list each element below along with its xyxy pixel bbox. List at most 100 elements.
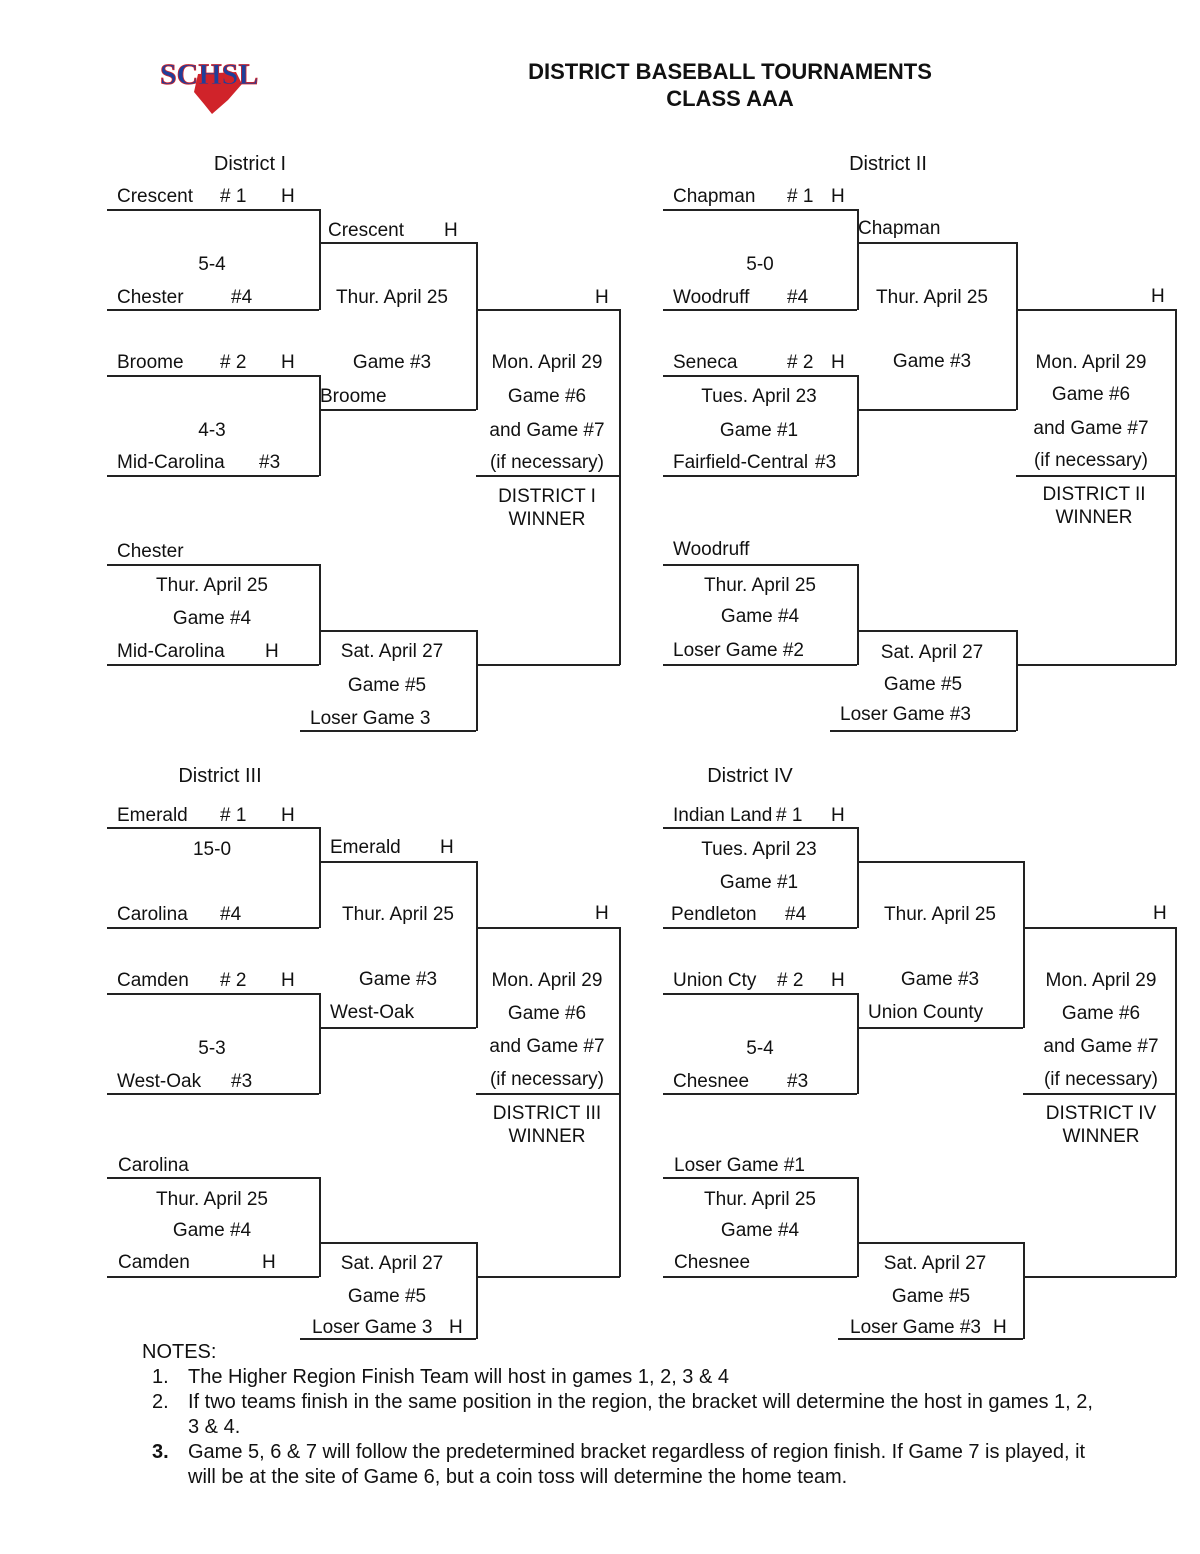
game-date: Mon. April 29 [1045,970,1157,991]
svg-text:SCHSL: SCHSL [160,58,258,91]
bracket-line [857,1242,1023,1244]
schsl-logo-graphic: SCHSL [160,58,259,114]
bracket-line [857,209,859,310]
game-date: Thur. April 25 [156,1189,268,1210]
seed: # 2 [220,970,247,991]
bracket-line [476,861,478,1028]
bracket-line [319,1242,476,1244]
bracket-line [476,630,478,731]
seed: #4 [787,287,809,308]
game-date: Thur. April 25 [876,287,988,308]
bracket-line [107,375,319,377]
bracket-line [300,730,476,732]
team-name: Indian Land [673,805,773,826]
bracket-line [300,1338,476,1340]
team-name: Carolina [118,1155,189,1176]
bracket-line [619,309,621,665]
game-score: 4-3 [198,420,226,441]
winner-label: DISTRICT IV [1045,1103,1157,1124]
game-label: and Game #7 [489,420,605,441]
host-marker: H [281,970,295,991]
game-label: Game #4 [172,1220,252,1241]
game-label: Game #4 [172,608,252,629]
game-label: Game #1 [719,872,799,893]
district-name: District IV [707,765,793,787]
game-label: Game #5 [347,675,427,696]
game-date: Sat. April 27 [340,1253,444,1274]
bracket-line [107,1093,319,1095]
bracket-line [107,927,319,929]
team-name: Broome [320,386,387,407]
bracket-line [107,664,319,666]
team-name: Emerald [117,805,188,826]
team-name: Woodruff [673,539,750,560]
bracket-line [476,242,478,410]
bracket-line [107,475,319,477]
bracket-line [857,375,859,476]
seed: # 1 [220,805,247,826]
team-name: Mid-Carolina [117,641,225,662]
note-number: 3. [152,1441,169,1463]
district-3-bracket: District III Emerald # 1 H 15-0 Carolina… [0,0,621,1340]
host-marker: H [281,186,295,207]
game-note: (if necessary) [489,1069,605,1090]
host-marker: H [831,352,845,373]
game-date: Sat. April 27 [340,641,444,662]
bracket-line [107,827,319,829]
team-name: Chesnee [674,1252,751,1273]
bracket-line [476,309,620,311]
team-name: Loser Game #2 [673,640,804,661]
team-name: Camden [117,970,189,991]
bracket-line [107,309,319,311]
seed: #3 [259,452,281,473]
bracket-line [619,927,621,1277]
bracket-line [1023,1093,1176,1095]
host-marker: H [281,352,295,373]
game-note: (if necessary) [489,452,605,473]
game-date: Tues. April 23 [701,839,817,860]
game-date: Thur. April 25 [704,575,816,596]
team-name: West-Oak [330,1002,415,1023]
host-marker: H [1153,903,1167,924]
host-marker: H [449,1317,463,1338]
game-date: Sat. April 27 [880,642,984,663]
bracket-line [476,927,620,929]
winner-label: DISTRICT II [1042,484,1146,505]
bracket-line [857,564,859,665]
bracket-line [319,993,321,1094]
winner-label: WINNER [508,509,586,530]
team-name: Union Cty [673,970,757,991]
team-name: Loser Game #3 [840,704,971,725]
host-marker: H [831,970,845,991]
game-label: Game #6 [507,1003,587,1024]
bracket-line [663,309,857,311]
game-date: Thur. April 25 [704,1189,816,1210]
bracket-line [857,242,1016,244]
bracket-line [319,1177,321,1277]
seed: # 1 [220,186,247,207]
game-date: Sat. April 27 [883,1253,987,1274]
note-item: 1. The Higher Region Finish Team will ho… [142,1365,1102,1390]
team-name: Emerald [330,837,401,858]
bracket-line [663,564,857,566]
seed: #4 [231,287,253,308]
game-label: Game #4 [720,606,800,627]
bracket-line [830,730,1016,732]
note-text: Game 5, 6 & 7 will follow the predetermi… [188,1441,1086,1488]
winner-label: WINNER [1055,507,1133,528]
district-1-bracket: District I Crescent # 1 H 5-4 Chester #4… [0,0,621,732]
notes-heading: NOTES: [142,1341,217,1363]
bracket-line [663,993,857,995]
host-marker: H [993,1317,1007,1338]
bracket-line [319,1027,476,1029]
page-title: DISTRICT BASEBALL TOURNAMENTS [528,59,932,84]
team-name: Union County [868,1002,984,1023]
game-date: Tues. April 23 [701,386,817,407]
bracket-line [319,861,476,863]
team-name: Chesnee [673,1071,750,1092]
schsl-logo: SCHSL [158,52,259,116]
seed: # 2 [220,352,247,373]
bracket-line [663,375,857,377]
district-2-bracket: District II Chapman # 1 H 5-0 Woodruff #… [0,0,1177,732]
bracket-line [107,564,319,566]
